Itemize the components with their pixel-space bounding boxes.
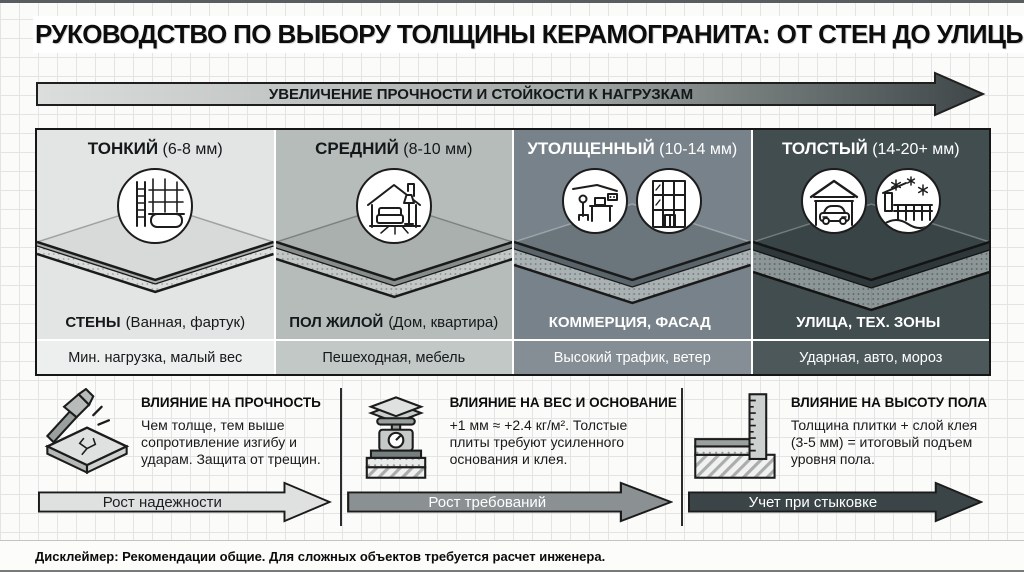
disclaimer: Дисклеймер: Рекомендации общие. Для слож… xyxy=(0,540,1024,571)
column-icons xyxy=(753,168,990,234)
strength-arrow-label: УВЕЛИЧЕНИЕ ПРОЧНОСТИ И СТОЙКОСТИ К НАГРУ… xyxy=(268,85,694,103)
info-text: +1 мм ≈ +2.4 кг/м². Толстые плиты требую… xyxy=(449,417,628,468)
column-range: (6-8 мм) xyxy=(162,141,223,158)
info-title: ВЛИЯНИЕ НА ВЫСОТУ ПОЛА xyxy=(790,395,987,410)
usage-label: ПОЛ ЖИЛОЙ (Дом, квартира) xyxy=(289,314,499,331)
height-ruler-icon xyxy=(689,388,785,484)
usage-label: УЛИЦА, ТЕХ. ЗОНЫ xyxy=(796,314,941,331)
hammer-icon xyxy=(39,387,135,484)
column-header: СРЕДНИЙ (8-10 мм) xyxy=(276,139,513,159)
tile-slab-graphic xyxy=(37,203,274,294)
strength-arrow-shape xyxy=(36,71,986,117)
usage-label: КОММЕРЦИЯ, ФАСАД xyxy=(548,314,711,331)
terrace-icon xyxy=(874,168,941,234)
garage-icon xyxy=(800,168,867,234)
facade-icon xyxy=(636,168,703,234)
column-title: ТОНКИЙ xyxy=(87,139,159,158)
column-header: ТОНКИЙ (6-8 мм) xyxy=(37,139,274,159)
column-icons xyxy=(514,168,751,234)
column-thin: ТОНКИЙ (6-8 мм) СТЕНЫ (Ванная, фартук) xyxy=(37,130,274,374)
scale-icon xyxy=(348,388,444,484)
trend-arrow-label: Рост требований xyxy=(428,493,547,511)
info-strength: ВЛИЯНИЕ НА ПРОЧНОСТЬ Чем толще, тем выше… xyxy=(33,387,340,526)
load-note: Пешеходная, мебель xyxy=(275,339,512,374)
column-title: УТОЛЩЕННЫЙ xyxy=(527,139,655,158)
office-icon xyxy=(562,168,629,234)
load-note: Высокий трафик, ветер xyxy=(514,339,751,374)
column-reinforced: УТОЛЩЕННЫЙ (10-14 мм) xyxy=(514,130,751,374)
info-text: Толщина плитки + слой клея (3-5 мм) = ит… xyxy=(790,417,978,468)
column-header: ТОЛСТЫЙ (14-20+ мм) xyxy=(753,139,990,159)
info-text: Чем толще, тем выше сопротивление изгибу… xyxy=(141,417,321,468)
strength-arrow: УВЕЛИЧЕНИЕ ПРОЧНОСТИ И СТОЙКОСТИ К НАГРУ… xyxy=(35,70,987,118)
column-range: (8-10 мм) xyxy=(403,141,473,158)
column-thick: ТОЛСТЫЙ (14-20+ мм) xyxy=(752,130,990,374)
top-edge xyxy=(0,0,1024,3)
column-title: ТОЛСТЫЙ xyxy=(781,139,868,158)
info-title: ВЛИЯНИЕ НА ПРОЧНОСТЬ xyxy=(141,395,321,410)
column-medium: СРЕДНИЙ (8-10 мм) xyxy=(275,130,513,374)
column-icons xyxy=(37,168,274,244)
influence-section: ВЛИЯНИЕ НА ПРОЧНОСТЬ Чем толще, тем выше… xyxy=(33,387,991,526)
column-header: УТОЛЩЕННЫЙ (10-14 мм) xyxy=(514,139,751,159)
column-range: (14-20+ мм) xyxy=(872,141,960,158)
column-range: (10-14 мм) xyxy=(659,141,738,158)
bathroom-icon xyxy=(117,168,194,244)
thickness-matrix: ТОНКИЙ (6-8 мм) СТЕНЫ (Ванная, фартук) xyxy=(35,128,991,376)
trend-arrow-height: Учет при стыковке xyxy=(687,481,983,523)
trend-arrow-label: Учет при стыковке xyxy=(748,493,878,511)
column-title: СРЕДНИЙ xyxy=(315,139,399,158)
column-icons xyxy=(276,168,513,244)
info-weight: ВЛИЯНИЕ НА ВЕС И ОСНОВАНИЕ +1 мм ≈ +2.4 … xyxy=(339,388,681,526)
trend-arrow-label: Рост надежности xyxy=(102,493,222,511)
info-height: ВЛИЯНИЕ НА ВЫСОТУ ПОЛА Толщина плитки + … xyxy=(680,388,991,526)
trend-arrow-weight: Рост требований xyxy=(346,481,673,523)
page-title: РУКОВОДСТВО ПО ВЫБОРУ ТОЛЩИНЫ КЕРАМОГРАН… xyxy=(33,16,1024,53)
living-room-icon xyxy=(355,168,432,244)
info-title: ВЛИЯНИЕ НА ВЕС И ОСНОВАНИЕ xyxy=(449,395,677,410)
usage-label: СТЕНЫ (Ванная, фартук) xyxy=(65,314,246,331)
trend-arrow-strength: Рост надежности xyxy=(37,481,332,523)
load-note: Ударная, авто, мороз xyxy=(752,339,989,374)
bottom-edge xyxy=(0,570,1024,572)
load-note: Мин. нагрузка, малый вес xyxy=(37,339,274,374)
